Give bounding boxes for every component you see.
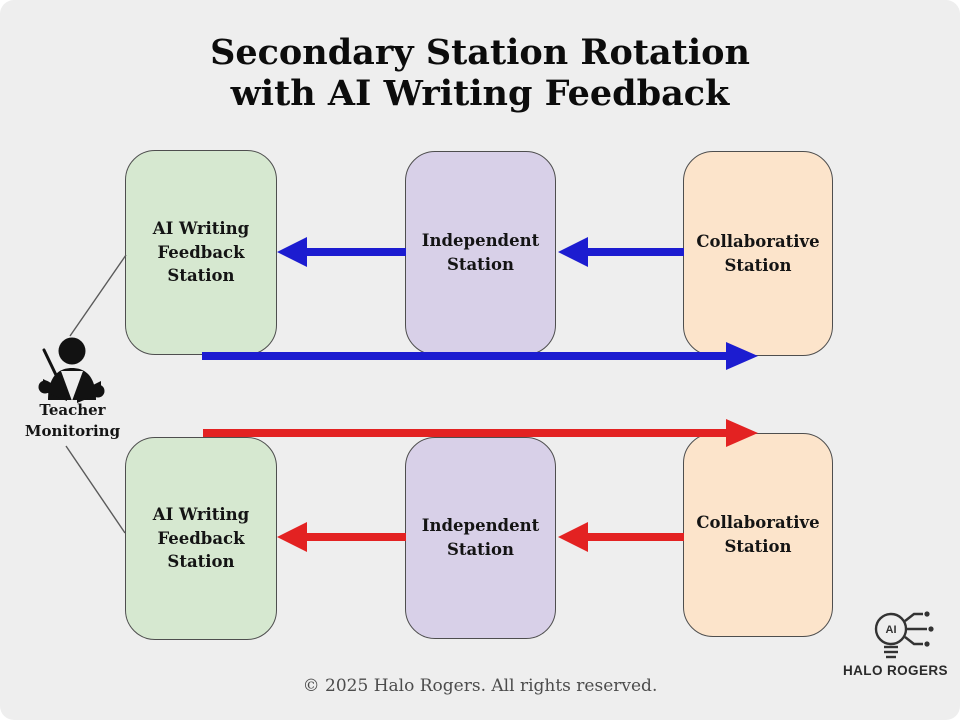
brand-logo: AI HALO ROGERS [843,604,948,678]
teacher-connector-top [69,254,127,337]
station-ai-writing-feedback-bottom: AI Writing Feedback Station [125,437,277,640]
station-label: Collaborative Station [696,231,820,275]
diagram-title: Secondary Station Rotation with AI Writi… [210,32,750,115]
ai-lightbulb-icon: AI [874,611,934,659]
station-collaborative-bottom: Collaborative Station [683,433,833,637]
copyright-text: © 2025 Halo Rogers. All rights reserved. [302,676,658,696]
arrow-collaborative-to-independent-top [558,237,684,267]
station-independent-top: Independent Station [405,151,556,355]
teacher-monitoring-label: Teacher Monitoring [24,401,121,440]
teacher-connector-bottom [65,445,126,534]
station-label: Independent Station [421,516,540,559]
station-ai-writing-feedback-top: AI Writing Feedback Station [125,150,277,355]
station-label: AI Writing Feedback Station [152,218,250,286]
arrow-independent-to-ai-bottom [277,522,406,552]
arrow-collaborative-to-independent-bottom [558,522,684,552]
svg-text:AI: AI [886,624,897,636]
station-collaborative-top: Collaborative Station [683,151,833,356]
arrow-independent-to-ai-top [277,237,406,267]
station-independent-bottom: Independent Station [405,437,556,639]
station-label: AI Writing Feedback Station [152,504,250,572]
station-label: Collaborative Station [696,513,820,556]
brand-name: HALO ROGERS [843,663,948,678]
station-label: Independent Station [421,231,540,274]
teacher-icon [38,337,105,403]
